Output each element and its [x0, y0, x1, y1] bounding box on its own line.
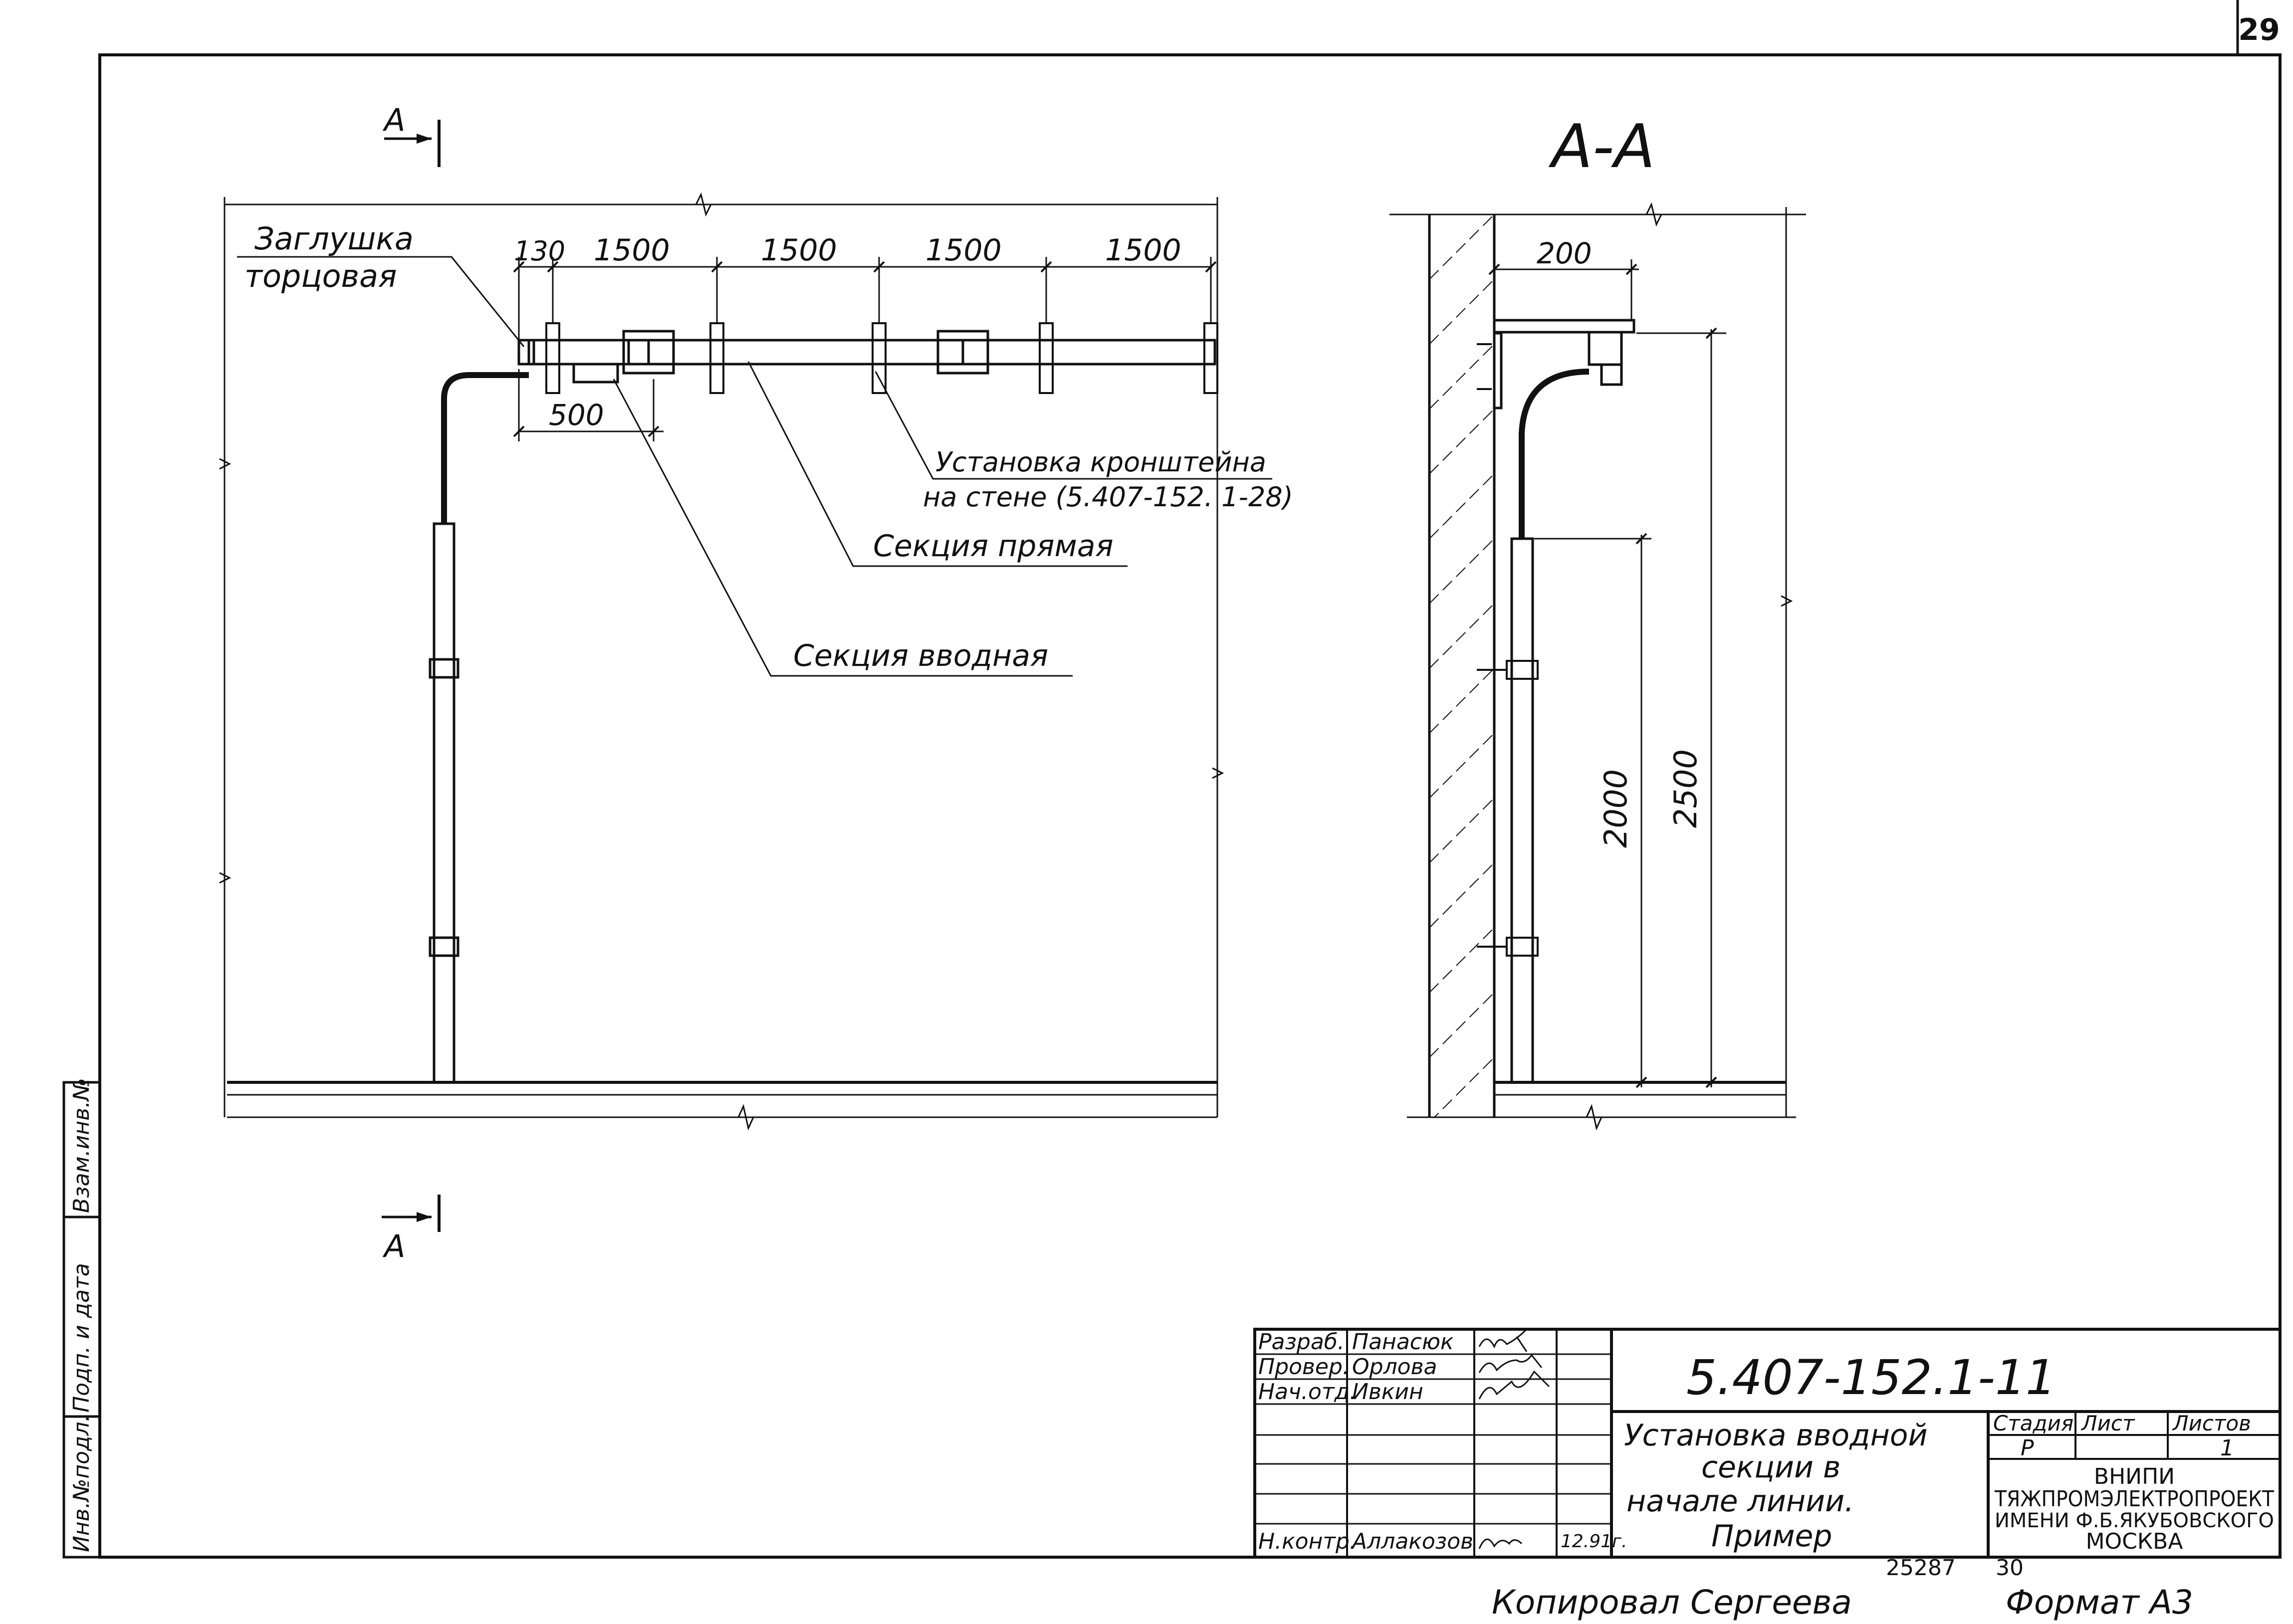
front-view: 130 1500 1500 1500 1500 500 Заглушка тор… [219, 192, 1293, 1131]
signatures [1478, 1328, 1550, 1549]
callouts: Заглушка торцовая Установка кронштейна н… [237, 220, 1293, 677]
title-line-3: начале линии. [1626, 1484, 1854, 1519]
input-terminal-box [572, 363, 619, 384]
label-end-cap-1: Заглушка [254, 220, 414, 257]
sheet-header: Лист [2080, 1411, 2135, 1435]
dim-span-4: 1500 [1105, 233, 1181, 268]
side-bracket-arm [1493, 319, 1635, 334]
page-number: 29 [2238, 12, 2280, 47]
org-line-4: МОСКВА [2086, 1529, 2183, 1554]
section-mark-top: A [382, 102, 441, 167]
label-bracket-2: на стене (5.407-152. 1-28) [923, 481, 1293, 513]
joint-box-2 [936, 330, 989, 375]
org-line-2: ТЯЖПРОМЭЛЕКТРОПРОЕКТ [1994, 1486, 2274, 1512]
title-line-1: Установка вводной [1624, 1418, 1928, 1453]
side-riser-conduit [1510, 537, 1534, 1084]
label-input-section: Секция вводная [793, 638, 1048, 673]
riser-conduit [433, 522, 456, 1084]
joint-box-1 [622, 330, 675, 375]
role-norm-control: Н.контр. [1258, 1529, 1357, 1554]
dim-span-2: 1500 [761, 233, 837, 268]
sheet-frame: 29 [98, 0, 2282, 1559]
section-letter-top: A [382, 102, 405, 138]
title-line-2: секции в [1701, 1450, 1840, 1485]
org-line-3: ИМЕНИ Ф.Б.ЯКУБОВСКОГО [1995, 1509, 2274, 1532]
dim-offset-130: 130 [514, 235, 565, 267]
org-line-1: ВНИПИ [2094, 1464, 2175, 1489]
stage-header: Стадия [1993, 1411, 2073, 1435]
dim-span-1: 1500 [594, 233, 670, 268]
footer-format: Формат А3 [2006, 1583, 2193, 1622]
name-dept-head: Ивкин [1352, 1379, 1423, 1405]
side-terminal-box [1600, 363, 1623, 386]
side-stamp: Инв.№подл. Подп. и дата Взам.инв.№ [62, 1078, 101, 1559]
footer-number-right: 30 [1996, 1555, 2024, 1581]
input-section-box [527, 339, 630, 366]
sheets-count-value: 1 [2220, 1435, 2234, 1461]
front-input-dimension: 500 [513, 369, 664, 441]
title-line-4: Пример [1711, 1519, 1832, 1554]
label-end-cap-2: торцовая [244, 258, 397, 294]
riser-clamp-2 [429, 936, 459, 957]
role-checker: Провер. [1258, 1354, 1350, 1380]
dim-height-2500: 2500 [1667, 749, 1704, 828]
side-stamp-inv-number: Инв.№подл. [69, 1415, 94, 1552]
footer-copied-by: Копировал Сергеева [1492, 1583, 1852, 1622]
role-dept-head: Нач.отд. [1258, 1379, 1357, 1405]
title-block: Разраб. Провер. Нач.отд. Н.контр. Панасю… [1253, 1328, 2282, 1559]
front-top-dimensions: 130 1500 1500 1500 1500 [513, 233, 1217, 344]
name-developer: Панасюк [1352, 1329, 1454, 1355]
dim-height-2000: 2000 [1598, 769, 1634, 848]
date-norm-control: 12.91г. [1561, 1531, 1627, 1552]
side-view: 200 2500 2000 [1389, 202, 1806, 1131]
dim-input-500: 500 [549, 398, 604, 432]
side-stamp-signature-date: Подп. и дата [69, 1263, 94, 1413]
side-busbar [1588, 331, 1623, 366]
role-developer: Разраб. [1258, 1329, 1345, 1355]
dim-span-3: 1500 [925, 233, 1002, 268]
footer: 25287 30 Копировал Сергеева Формат А3 [1492, 1555, 2193, 1622]
input-cable [441, 372, 529, 524]
section-title: А-А [1548, 112, 1655, 182]
dim-bracket-200: 200 [1537, 236, 1592, 270]
side-dimensions: 200 2500 2000 [1488, 236, 1726, 1088]
label-bracket-1: Установка кронштейна [935, 446, 1266, 478]
name-norm-control: Аллакозов [1351, 1529, 1473, 1554]
label-straight-section: Секция прямая [873, 529, 1114, 564]
side-input-cable [1519, 369, 1590, 539]
wall [1428, 214, 1496, 1117]
section-mark-bottom: A [382, 1195, 441, 1264]
name-checker: Орлова [1352, 1354, 1437, 1380]
sheets-header: Листов [2172, 1411, 2251, 1435]
riser-clamp-1 [429, 658, 459, 679]
end-cap [517, 339, 535, 366]
side-stamp-replacement-inv: Взам.инв.№ [69, 1078, 94, 1213]
drawing-designation: 5.407-152.1-11 [1686, 1350, 2056, 1406]
side-bracket-plate [1493, 332, 1503, 409]
footer-number-left: 25287 [1886, 1555, 1956, 1581]
section-letter-bottom: A [382, 1228, 405, 1264]
stage-value: Р [2021, 1435, 2034, 1461]
